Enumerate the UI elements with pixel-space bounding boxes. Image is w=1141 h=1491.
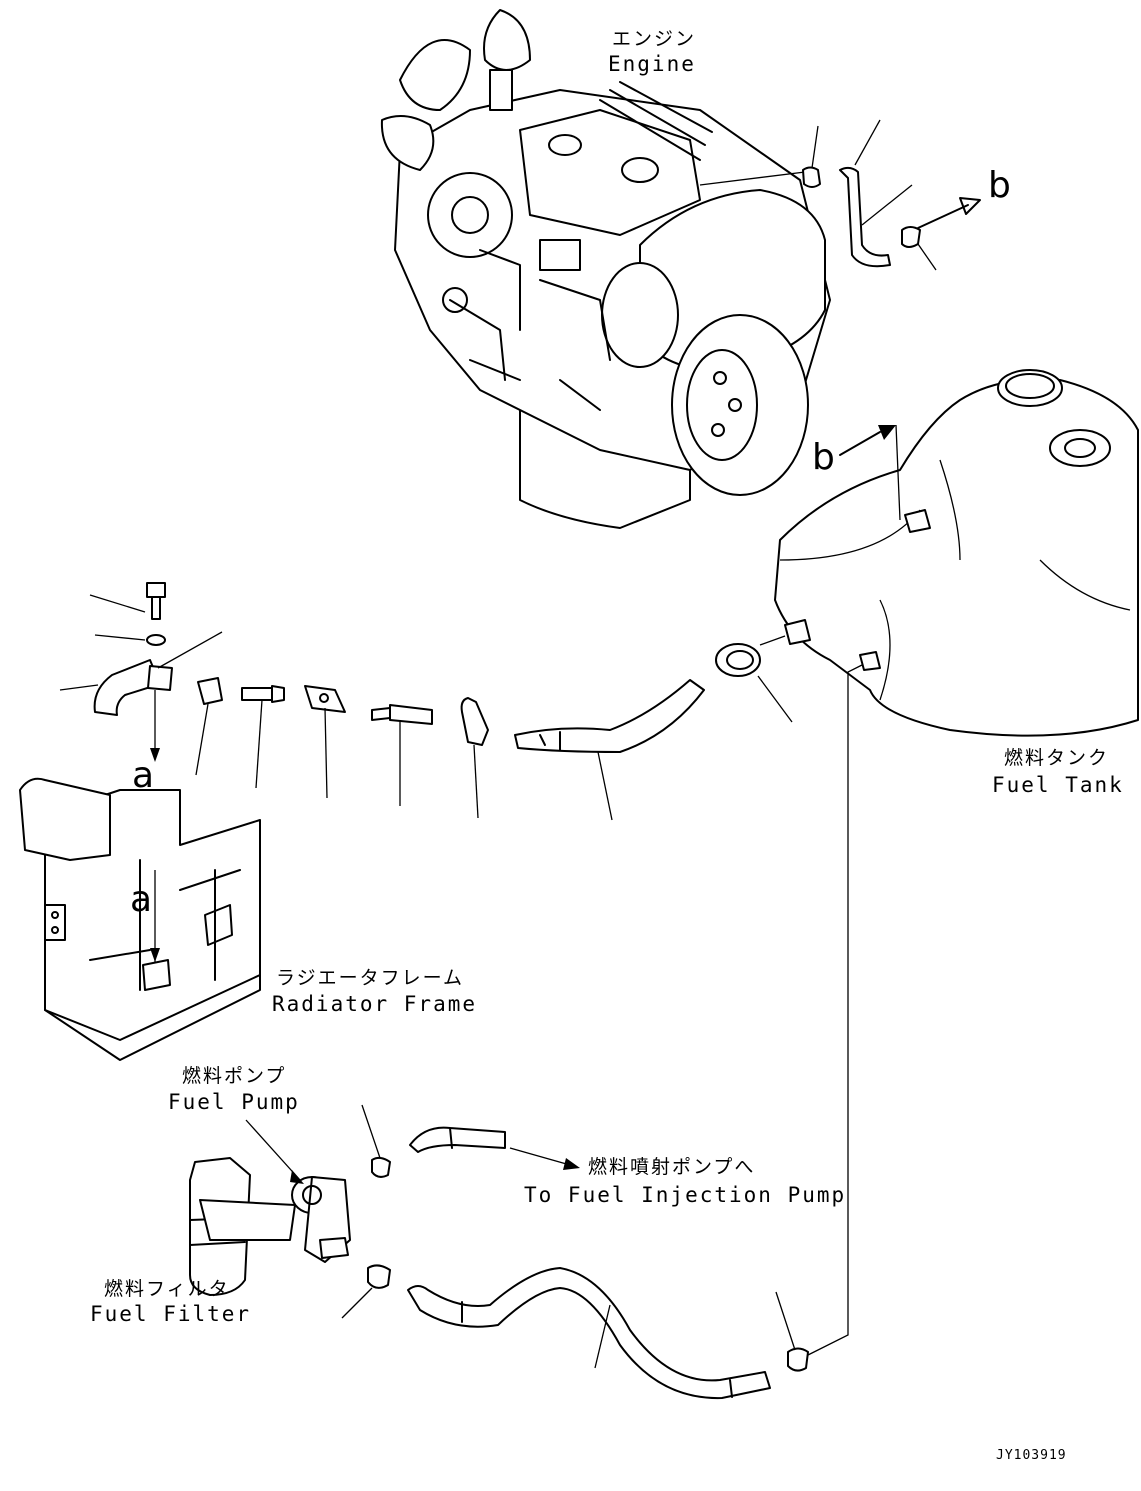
return-line	[807, 664, 863, 1356]
fuel-tank-label-jp: 燃料タンク	[1004, 747, 1110, 769]
radiator-frame-label-en: Radiator Frame	[272, 992, 478, 1016]
fuel-tank-illustration	[774, 369, 1139, 737]
drawing-code: JY103919	[996, 1448, 1067, 1463]
parts-sequence	[59, 582, 793, 821]
engine-label-en: Engine	[608, 52, 696, 76]
engine-illustration	[380, 9, 831, 529]
radiator-frame-label-jp: ラジエータフレーム	[276, 967, 465, 989]
injection-pump-label-jp: 燃料噴射ポンプへ	[588, 1156, 756, 1178]
ref-a-frame: a	[130, 879, 153, 920]
fuel-filter-pump-illustration	[189, 1104, 809, 1400]
injection-pump-label-en: To Fuel Injection Pump	[524, 1183, 847, 1207]
fuel-pump-label-en: Fuel Pump	[168, 1090, 300, 1114]
fuel-filter-label-en: Fuel Filter	[90, 1302, 252, 1326]
ref-b-tank: b	[812, 437, 835, 478]
engine-label-jp: エンジン	[612, 28, 697, 50]
ref-a-top: a	[132, 755, 155, 796]
engine-hose-group	[699, 119, 981, 271]
radiator-frame-illustration	[19, 777, 261, 1061]
ref-b-engine: b	[988, 165, 1011, 206]
fuel-tank-label-en: Fuel Tank	[992, 773, 1124, 797]
fuel-filter-label-jp: 燃料フィルタ	[104, 1278, 230, 1300]
fuel-pump-label-jp: 燃料ポンプ	[182, 1065, 287, 1087]
